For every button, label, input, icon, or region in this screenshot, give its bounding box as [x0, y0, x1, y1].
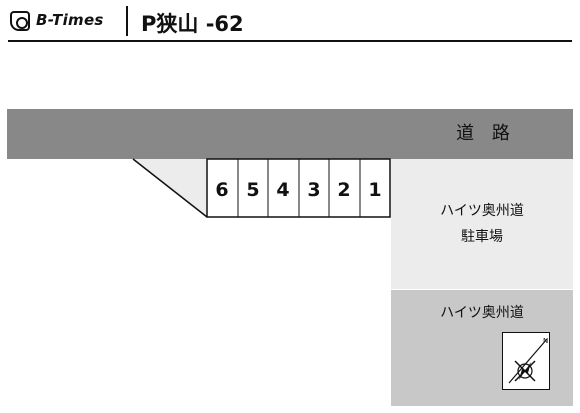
b-times-logo-icon: [10, 11, 30, 31]
svg-text:N: N: [543, 337, 548, 345]
page-title: P狭山 -62: [141, 12, 244, 36]
parking-space-3: 3: [307, 179, 320, 201]
lot-label-line2: 駐車場: [461, 229, 503, 245]
parking-space-6: 6: [215, 179, 228, 201]
lot-label-line1: ハイツ奥州道: [440, 203, 524, 219]
parking-space-2: 2: [337, 179, 350, 201]
parking-space-5: 5: [246, 179, 259, 201]
header-separator: [126, 6, 128, 36]
neighbor-parking-lot-label: ハイツ奥州道 駐車場: [391, 198, 573, 250]
parking-space-4: 4: [276, 179, 289, 201]
neighbor-building-label: ハイツ奥州道: [440, 305, 524, 321]
logo-text: B-Times: [36, 11, 104, 29]
neighbor-parking-lot: [391, 159, 573, 289]
road-label: 道 路: [456, 123, 516, 144]
compass-box: N: [502, 332, 550, 390]
entry-diagonal-line: [132, 158, 208, 218]
compass-north-arrow-icon: N: [508, 337, 548, 384]
parking-space-1: 1: [368, 179, 381, 201]
header: B-Times P狭山 -62: [0, 0, 580, 44]
road: [7, 109, 573, 159]
header-rule: [8, 40, 572, 42]
